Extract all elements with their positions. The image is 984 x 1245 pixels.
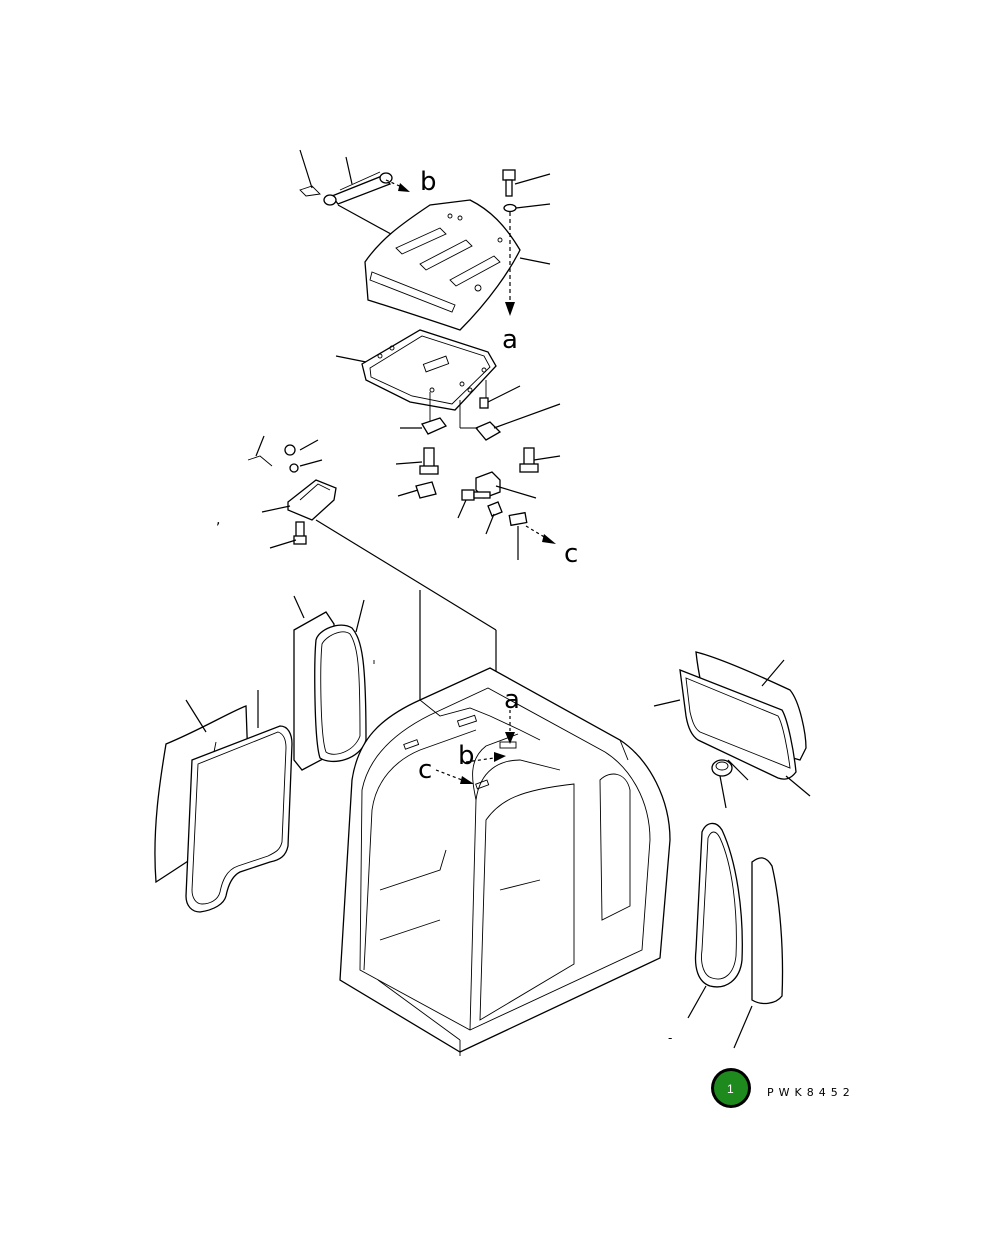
bracket-clip bbox=[460, 421, 502, 441]
plate-c bbox=[508, 511, 528, 527]
ref-letter-a-top: a bbox=[502, 325, 518, 355]
ref-letter-b-cab: b bbox=[458, 741, 475, 771]
ref-letter-a-cab: a bbox=[504, 685, 520, 715]
nut bbox=[415, 481, 437, 499]
hinge-bracket bbox=[247, 444, 337, 521]
hinge-bolt bbox=[293, 521, 307, 545]
ref-letter-c-right: c bbox=[564, 539, 578, 569]
rear-left-seal bbox=[314, 624, 367, 763]
stray-comma: , bbox=[216, 512, 220, 528]
roof-bolt bbox=[502, 169, 516, 197]
right-lower-glass bbox=[751, 857, 784, 1005]
ref-letter-c-cab: c bbox=[418, 755, 432, 785]
bolt-2 bbox=[419, 447, 439, 475]
left-door-seal bbox=[185, 725, 293, 913]
bolt-4 bbox=[461, 489, 491, 501]
badge: 1 bbox=[711, 1068, 751, 1108]
latch-knob bbox=[711, 759, 733, 777]
right-lower-seal bbox=[694, 822, 743, 988]
arrow-b-cab bbox=[465, 752, 506, 763]
stud bbox=[479, 397, 489, 409]
cab-frame bbox=[339, 667, 671, 1056]
drawing-code: PWK8452 bbox=[767, 1086, 855, 1099]
bolt-3 bbox=[519, 447, 539, 473]
badge-label: 1 bbox=[727, 1082, 734, 1096]
right-top-seal bbox=[679, 668, 797, 780]
arrow-c-right bbox=[525, 525, 556, 544]
arrow-c-cab bbox=[435, 769, 474, 784]
clip-1 bbox=[421, 417, 448, 435]
roof-cover-panel bbox=[364, 199, 521, 331]
ref-letter-b-top: b bbox=[420, 167, 437, 197]
arrow-a-cab bbox=[505, 710, 515, 744]
roof-washer bbox=[503, 203, 517, 213]
arrow-b-top bbox=[385, 179, 410, 192]
mounting-plate bbox=[361, 329, 497, 411]
arrow-a-top bbox=[505, 212, 515, 316]
stray-dash: - bbox=[668, 1031, 672, 1045]
clip-2 bbox=[487, 501, 503, 517]
badge-fill bbox=[714, 1071, 748, 1105]
gas-spring bbox=[299, 171, 393, 206]
